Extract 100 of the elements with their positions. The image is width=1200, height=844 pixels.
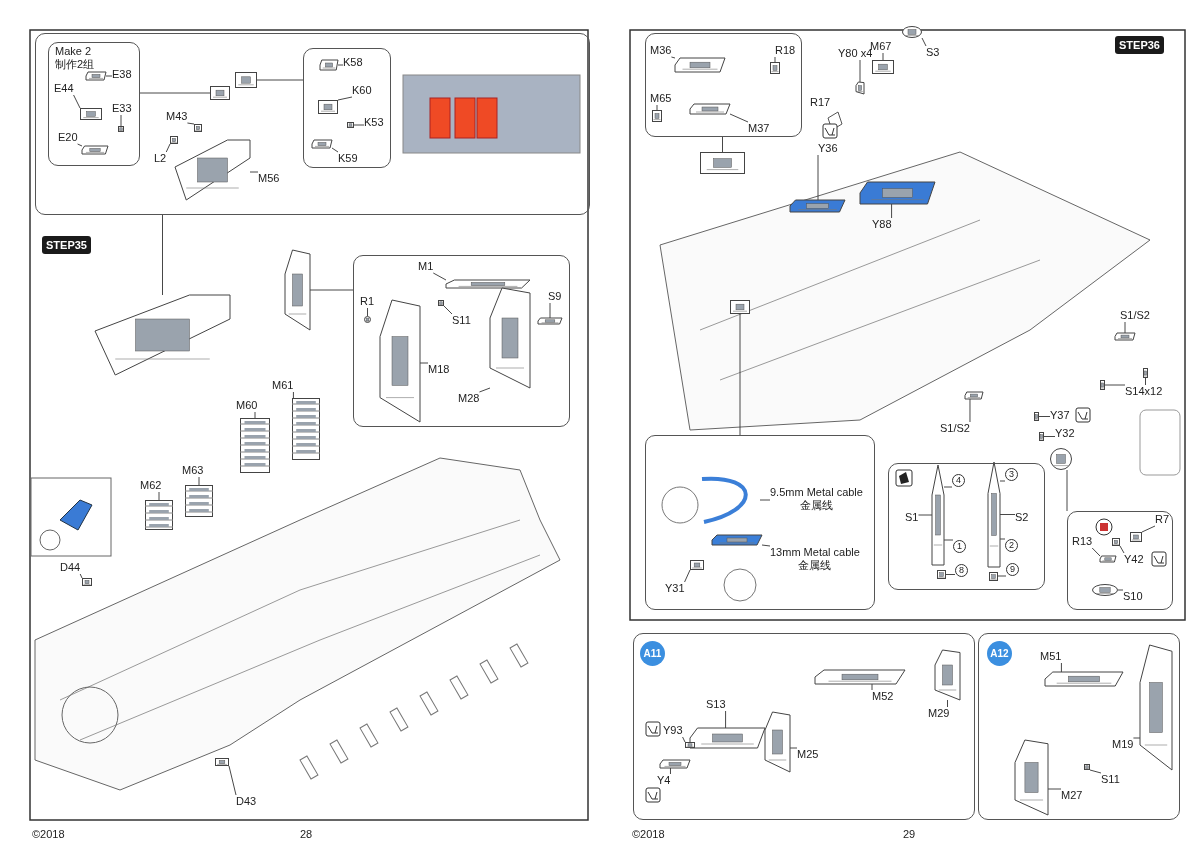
step-badge: STEP35	[42, 236, 91, 254]
part-number: Y4	[657, 774, 671, 787]
leader-line	[789, 747, 798, 749]
leader-line	[337, 96, 353, 101]
leader-line	[158, 491, 160, 501]
leader-line	[684, 569, 691, 583]
part-drawing	[118, 126, 124, 132]
part-drawing	[652, 110, 662, 122]
part-drawing	[790, 200, 845, 212]
part-number: L2	[154, 152, 167, 165]
leader-line	[918, 514, 933, 516]
leader-line	[254, 411, 256, 419]
leader-line	[1124, 321, 1126, 334]
leader-line	[1132, 737, 1141, 739]
leader-line	[256, 79, 304, 81]
inset-panel	[645, 435, 875, 610]
leader-line	[120, 114, 122, 127]
inset-panel	[978, 633, 1180, 820]
leader-line	[186, 122, 195, 125]
leader-line	[739, 313, 741, 436]
leader-line	[761, 544, 771, 547]
leader-line	[1104, 384, 1126, 386]
part-drawing	[320, 60, 338, 70]
leader-line	[292, 391, 294, 399]
leader-line	[432, 272, 447, 281]
leader-line	[759, 499, 771, 501]
part-drawing	[712, 535, 762, 545]
part-drawing	[1045, 672, 1123, 686]
part-number: S1/S2	[1120, 309, 1150, 322]
part-drawing	[1039, 432, 1044, 441]
part-number: K58	[343, 56, 363, 69]
inset-panel	[35, 33, 590, 215]
part-drawing	[347, 122, 354, 128]
part-drawing	[1015, 740, 1048, 815]
part-number: R7	[1155, 513, 1170, 526]
part-drawing	[765, 712, 790, 772]
part-number: E33	[112, 102, 132, 115]
part-number: M61	[272, 379, 294, 392]
leader-line	[165, 143, 171, 153]
part-number: E44	[54, 82, 74, 95]
part-number: M28	[458, 392, 480, 405]
leader-line	[337, 64, 344, 66]
part-number: S10	[1123, 590, 1143, 603]
part-drawing	[1034, 412, 1039, 421]
callout-number: 9	[1006, 563, 1019, 576]
leader-line	[73, 94, 81, 109]
part-drawing	[80, 108, 102, 120]
leader-line	[682, 736, 686, 743]
leader-line	[871, 683, 873, 691]
part-drawing	[1092, 584, 1118, 596]
part-number: S13	[706, 698, 726, 711]
leader-line	[309, 289, 354, 291]
part-drawing	[690, 728, 765, 748]
part-number: R17	[810, 96, 831, 108]
part-drawing	[700, 152, 745, 174]
leader-line	[198, 476, 200, 486]
leader-line	[947, 699, 948, 708]
heading-text: Make 2	[54, 44, 93, 58]
part-number: E38	[112, 68, 132, 81]
part-drawing	[95, 295, 230, 375]
part-number: M56	[258, 172, 280, 185]
part-number: S14x12	[1125, 385, 1163, 398]
leader-line	[943, 486, 953, 488]
leader-line	[1141, 525, 1156, 533]
page-number: 28	[300, 828, 313, 840]
leader-line	[139, 92, 211, 94]
leader-line	[79, 573, 83, 579]
leader-line	[353, 124, 365, 126]
step-badge: STEP36	[1115, 36, 1164, 54]
leader-line	[774, 56, 776, 63]
part-drawing	[210, 86, 230, 100]
part-number: Y88	[872, 218, 892, 231]
inset-panel	[633, 633, 975, 820]
callout-number: 1	[953, 540, 966, 553]
part-drawing	[145, 500, 173, 530]
inset-panel	[353, 255, 570, 427]
part-drawing	[770, 62, 780, 74]
part-drawing	[438, 300, 444, 306]
heading-text: 制作2组	[54, 58, 96, 71]
part-number: D44	[60, 561, 81, 574]
part-number: M51	[1040, 650, 1062, 663]
part-drawing	[318, 100, 338, 114]
callout-text: 9.5mm Metal cable	[770, 486, 863, 499]
leader-line	[722, 136, 723, 153]
part-number: R13	[1072, 535, 1093, 548]
leader-line	[859, 59, 861, 83]
copyright-text: ©2018	[32, 828, 65, 840]
part-drawing	[730, 300, 750, 314]
leader-line	[997, 575, 1007, 577]
leader-line	[999, 538, 1006, 540]
part-drawing	[1100, 556, 1116, 562]
part-number: M52	[872, 690, 894, 703]
leader-line	[891, 203, 893, 219]
leader-line	[725, 710, 727, 729]
part-number: M1	[418, 260, 434, 273]
part-number: Y80 x4	[838, 47, 873, 60]
part-drawing	[82, 146, 108, 154]
leader-line	[549, 302, 551, 319]
leader-line	[1117, 589, 1124, 591]
part-drawing	[285, 250, 310, 330]
